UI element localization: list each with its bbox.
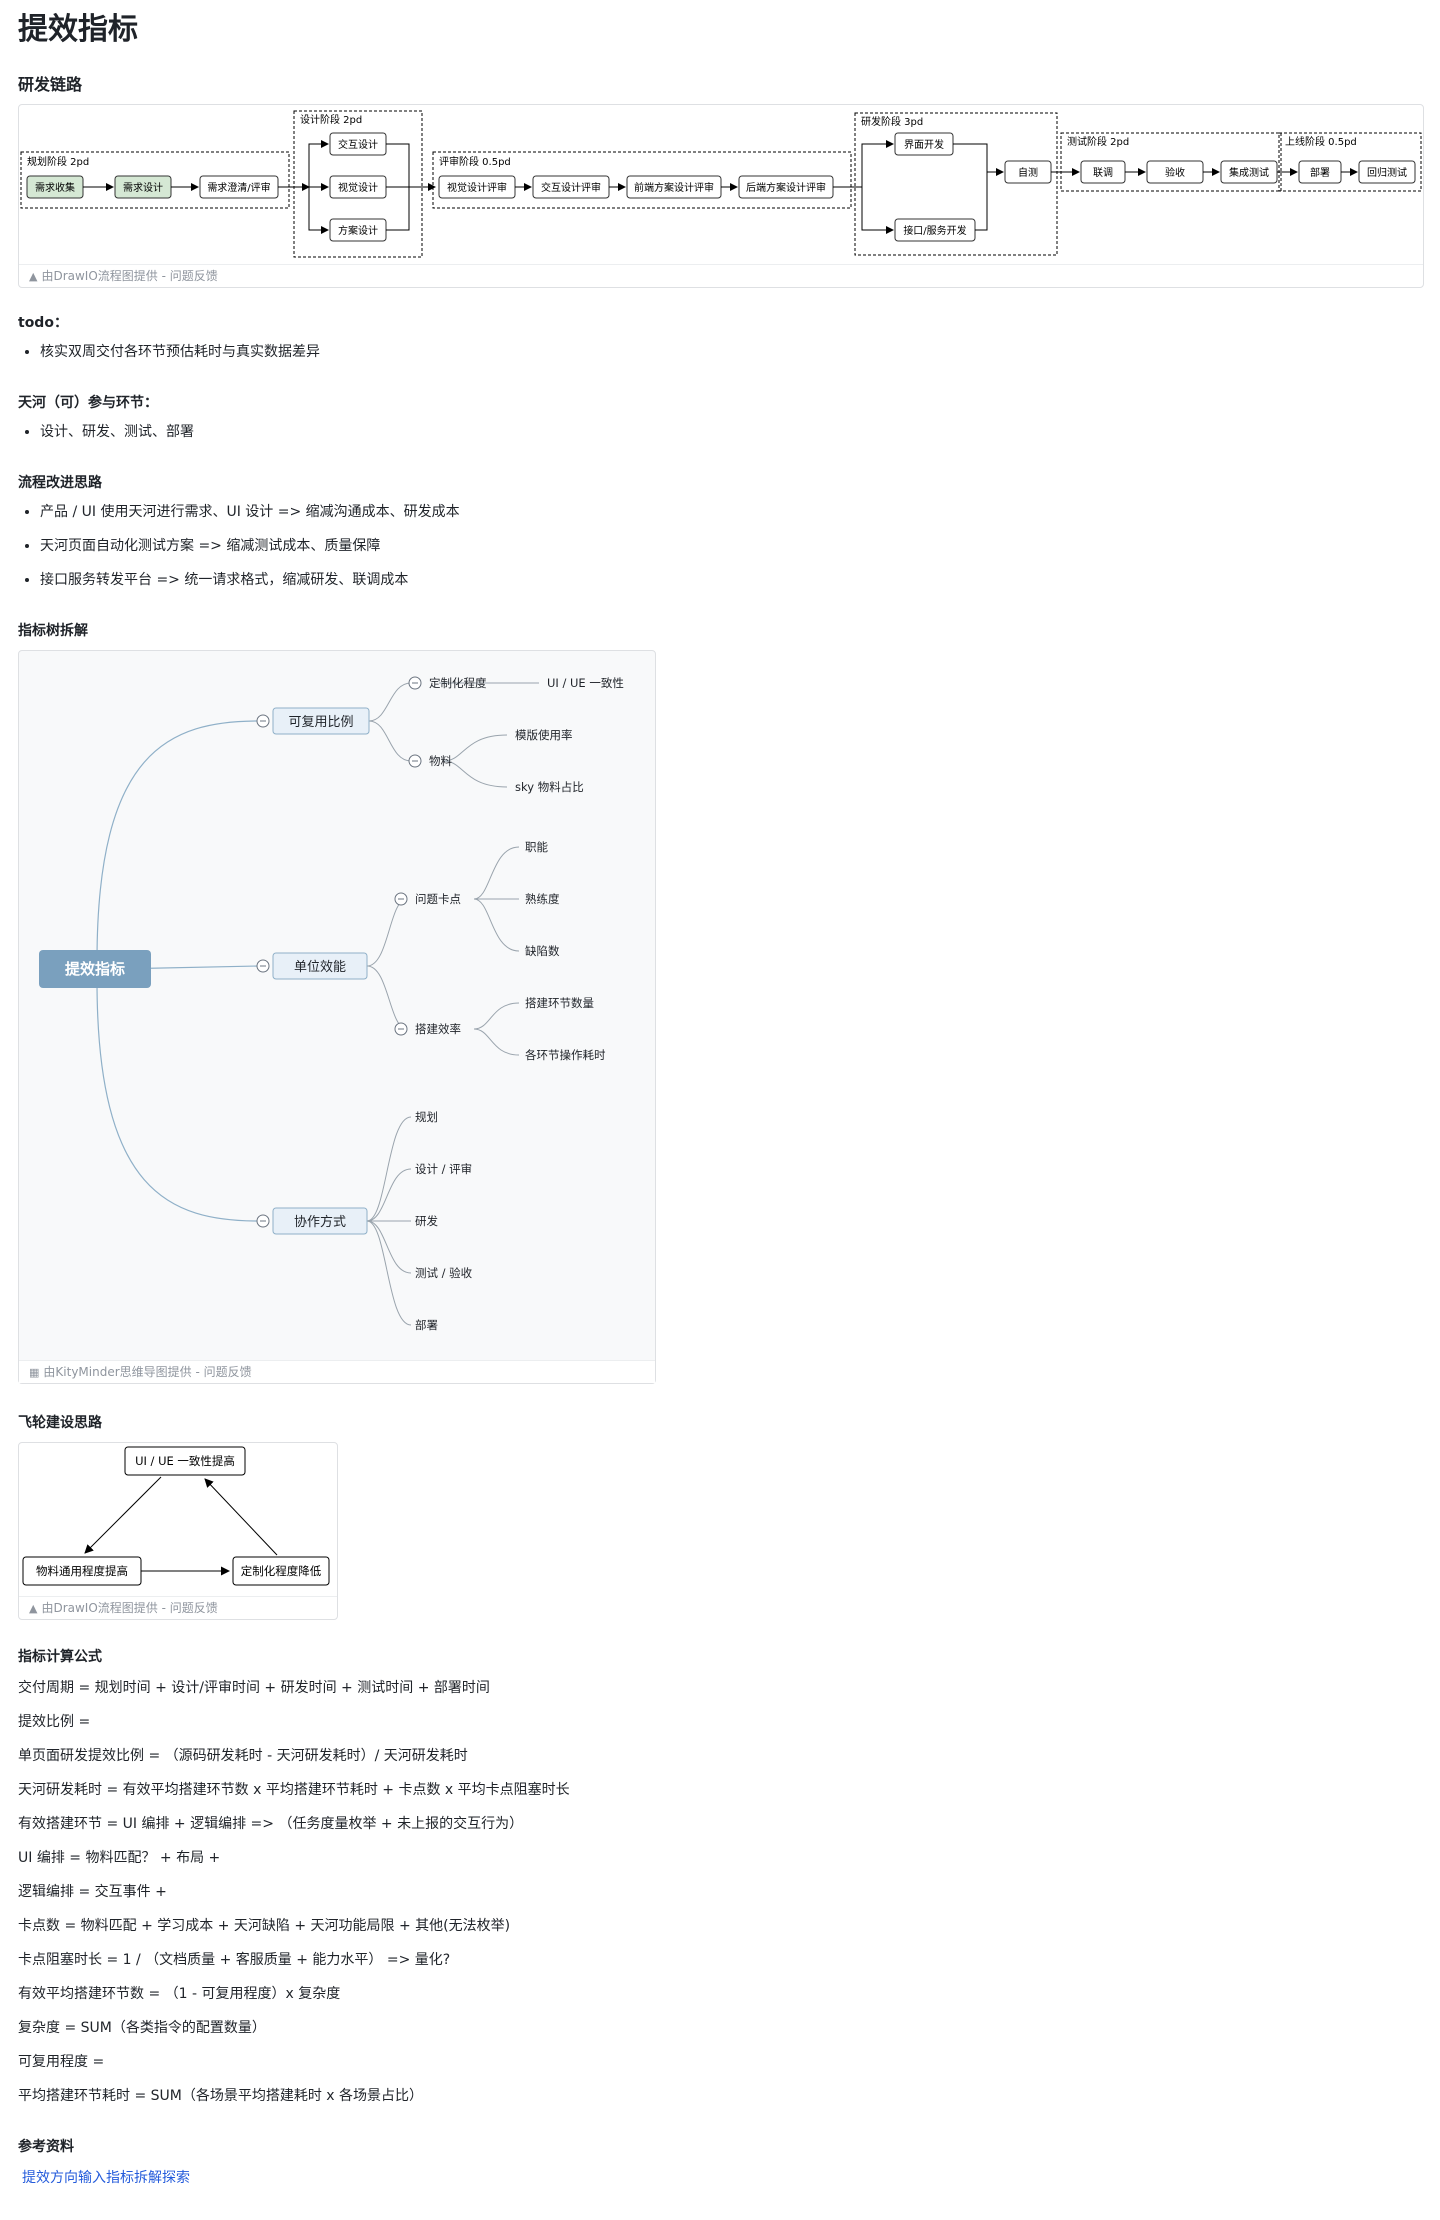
node-solution-design: 方案设计 bbox=[338, 224, 378, 237]
node-design-review: 设计 / 评审 bbox=[415, 1162, 472, 1176]
node-step-count: 搭建环节数量 bbox=[525, 996, 594, 1010]
formula-line: 交付周期 = 规划时间 + 设计/评审时间 + 研发时间 + 测试时间 + 部署… bbox=[18, 1680, 490, 1696]
flow-diagram-card[interactable]: 规划阶段 2pd 需求收集 需求设计 需求澄清/评审 设计阶段 2pd 交互设计… bbox=[18, 104, 1424, 288]
node-backend-review: 后端方案设计评审 bbox=[746, 181, 826, 194]
mindmap-card[interactable]: 提效指标 可复用比例 单位效能 协作方式 定制化程 bbox=[18, 650, 656, 1384]
node-role: 职能 bbox=[525, 840, 548, 854]
list-item: 产品 / UI 使用天河进行需求、UI 设计 => 缩减沟通成本、研发成本 bbox=[40, 502, 460, 522]
node-api-dev: 接口/服务开发 bbox=[903, 224, 966, 237]
flywheel-top-node: UI / UE 一致性提高 bbox=[135, 1454, 235, 1468]
formula-line: 平均搭建环节耗时 = SUM（各场景平均搭建耗时 x 各场景占比） bbox=[18, 2088, 424, 2104]
branch-efficiency: 单位效能 bbox=[294, 960, 346, 975]
feedback-link[interactable]: 问题反馈 bbox=[169, 269, 218, 283]
stage-dev-label: 研发阶段 3pd bbox=[861, 115, 923, 128]
drawio-icon: ▲ bbox=[29, 270, 38, 283]
list-item: 核实双周交付各环节预估耗时与真实数据差异 bbox=[40, 342, 320, 362]
feedback-link[interactable]: 问题反馈 bbox=[203, 1365, 252, 1379]
node-plan: 规划 bbox=[415, 1110, 438, 1124]
flow-heading: 研发链路 bbox=[18, 75, 83, 94]
mindmap-card-footer: ▦由KityMinder思维导图提供 - 问题反馈 bbox=[19, 1360, 655, 1383]
improve-list: 产品 / UI 使用天河进行需求、UI 设计 => 缩减沟通成本、研发成本 天河… bbox=[18, 502, 460, 604]
node-template-rate: 模版使用率 bbox=[515, 728, 573, 742]
node-build-eff: 搭建效率 bbox=[415, 1022, 461, 1036]
branch-reuse: 可复用比例 bbox=[288, 715, 353, 730]
tianhe-list: 设计、研发、测试、部署 bbox=[18, 422, 194, 456]
node-defects: 缺陷数 bbox=[525, 944, 560, 958]
tianhe-heading: 天河（可）参与环节： bbox=[18, 395, 158, 411]
formula-line: 有效平均搭建环节数 = （1 - 可复用程度）x 复杂度 bbox=[18, 1986, 341, 2002]
stage-test-label: 测试阶段 2pd bbox=[1067, 135, 1129, 148]
formula-line: 逻辑编排 = 交互事件 + bbox=[18, 1884, 167, 1900]
formula-line: 复杂度 = SUM（各类指令的配置数量） bbox=[18, 2020, 266, 2036]
flywheel-right-node: 定制化程度降低 bbox=[241, 1564, 322, 1578]
formulas-heading: 指标计算公式 bbox=[18, 1649, 102, 1665]
flow-card-footer: ▲由DrawIO流程图提供 - 问题反馈 bbox=[19, 264, 1423, 287]
node-req-collect: 需求收集 bbox=[35, 181, 75, 194]
drawio-icon: ▲ bbox=[29, 1602, 38, 1615]
stage-design-label: 设计阶段 2pd bbox=[300, 113, 362, 126]
node-test-accept: 测试 / 验收 bbox=[415, 1266, 473, 1280]
stage-release-label: 上线阶段 0.5pd bbox=[1285, 135, 1357, 148]
node-ui-ue: UI / UE 一致性 bbox=[547, 676, 624, 690]
node-deploy-step: 部署 bbox=[415, 1318, 438, 1332]
references-heading: 参考资料 bbox=[18, 2139, 74, 2155]
node-visual-design: 视觉设计 bbox=[338, 181, 378, 194]
mindmap-heading: 指标树拆解 bbox=[18, 623, 88, 639]
reference-item: 提效方向输入指标拆解探索 bbox=[22, 2168, 190, 2188]
flywheel-card[interactable]: UI / UE 一致性提高 物料通用程度提高 定制化程度降低 ▲由DrawIO流… bbox=[18, 1442, 338, 1620]
flywheel-heading: 飞轮建设思路 bbox=[18, 1415, 102, 1431]
node-step-time: 各环节操作耗时 bbox=[525, 1048, 606, 1062]
kityminder-icon: ▦ bbox=[29, 1366, 40, 1379]
formula-line: 天河研发耗时 = 有效平均搭建环节数 x 平均搭建环节耗时 + 卡点数 x 平均… bbox=[18, 1782, 570, 1798]
node-visual-review: 视觉设计评审 bbox=[447, 181, 507, 194]
formula-line: 单页面研发提效比例 = （源码研发耗时 - 天河研发耗时）/ 天河研发耗时 bbox=[18, 1748, 468, 1764]
node-sky-ratio: sky 物料占比 bbox=[515, 780, 584, 794]
node-dev: 研发 bbox=[415, 1214, 438, 1228]
node-req-review: 需求澄清/评审 bbox=[207, 181, 270, 194]
node-acceptance: 验收 bbox=[1165, 166, 1185, 179]
node-interaction-review: 交互设计评审 bbox=[541, 181, 601, 194]
mindmap-root: 提效指标 bbox=[65, 960, 125, 978]
flywheel-left-node: 物料通用程度提高 bbox=[36, 1564, 128, 1578]
reference-link[interactable]: 提效方向输入指标拆解探索 bbox=[22, 2170, 190, 2186]
formula-line: 可复用程度 = bbox=[18, 2054, 105, 2070]
feedback-link[interactable]: 问题反馈 bbox=[169, 1601, 218, 1615]
node-system-test: 集成测试 bbox=[1229, 166, 1269, 179]
formula-line: 卡点数 = 物料匹配 + 学习成本 + 天河缺陷 + 天河功能局限 + 其他(无… bbox=[18, 1918, 511, 1934]
node-interaction-design: 交互设计 bbox=[338, 138, 378, 151]
improve-heading: 流程改进思路 bbox=[18, 475, 102, 491]
node-ui-dev: 界面开发 bbox=[904, 138, 944, 151]
branch-collab: 协作方式 bbox=[294, 1214, 346, 1230]
node-material: 物料 bbox=[429, 754, 452, 768]
page-title: 提效指标 bbox=[18, 12, 138, 47]
stage-plan-label: 规划阶段 2pd bbox=[27, 155, 89, 168]
flow-diagram: 规划阶段 2pd 需求收集 需求设计 需求澄清/评审 设计阶段 2pd 交互设计… bbox=[20, 110, 1422, 258]
list-item: 接口服务转发平台 => 统一请求格式，缩减研发、联调成本 bbox=[40, 570, 460, 590]
formula-line: 提效比例 = bbox=[18, 1714, 91, 1730]
node-blockers: 问题卡点 bbox=[415, 892, 461, 906]
mindmap: 提效指标 可复用比例 单位效能 协作方式 定制化程 bbox=[39, 676, 624, 1332]
node-customization: 定制化程度 bbox=[429, 676, 487, 690]
todo-list: 核实双周交付各环节预估耗时与真实数据差异 bbox=[18, 342, 320, 376]
node-integration: 联调 bbox=[1093, 167, 1113, 179]
stage-review-label: 评审阶段 0.5pd bbox=[439, 155, 511, 168]
todo-heading: todo： bbox=[18, 315, 68, 331]
node-frontend-review: 前端方案设计评审 bbox=[634, 181, 714, 194]
formula-line: 卡点阻塞时长 = 1 / （文档质量 + 客服质量 + 能力水平） => 量化? bbox=[18, 1952, 451, 1968]
node-self-test: 自测 bbox=[1018, 166, 1038, 179]
node-deploy: 部署 bbox=[1310, 166, 1330, 179]
formula-line: UI 编排 = 物料匹配？ + 布局 + bbox=[18, 1850, 221, 1866]
flywheel-diagram: UI / UE 一致性提高 物料通用程度提高 定制化程度降低 bbox=[22, 1446, 330, 1586]
formula-line: 有效搭建环节 = UI 编排 + 逻辑编排 => （任务度量枚举 + 未上报的交… bbox=[18, 1816, 524, 1832]
list-item: 天河页面自动化测试方案 => 缩减测试成本、质量保障 bbox=[40, 536, 460, 556]
node-regression-test: 回归测试 bbox=[1367, 166, 1407, 179]
flywheel-card-footer: ▲由DrawIO流程图提供 - 问题反馈 bbox=[19, 1596, 337, 1619]
node-proficiency: 熟练度 bbox=[525, 892, 560, 906]
node-req-design: 需求设计 bbox=[123, 181, 163, 194]
list-item: 设计、研发、测试、部署 bbox=[40, 422, 194, 442]
